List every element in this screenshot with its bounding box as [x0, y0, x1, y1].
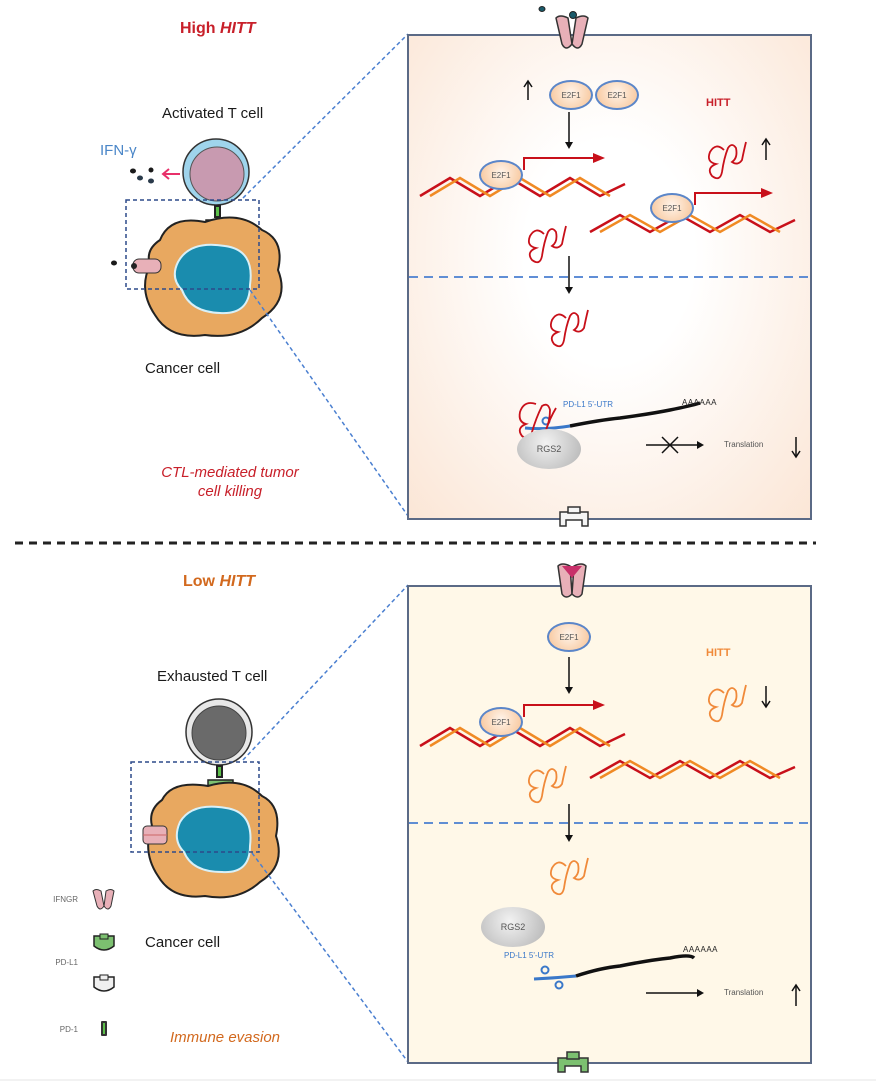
bottom-cell-illustration [92, 584, 409, 1063]
pd-l1-membrane-white-icon [559, 506, 589, 527]
zoom-line-bottom [249, 289, 409, 517]
cancer-cell-label-bottom: Cancer cell [145, 934, 221, 951]
hitt-up-arrow-icon [761, 137, 771, 160]
ifngr-receptor-icon [142, 825, 168, 845]
e2f1-protein: E2F1 [547, 622, 591, 652]
transcription-arrow-left-icon [523, 700, 605, 717]
legend-pd-l1-label: PD-L1 [55, 958, 78, 967]
hitt-down-arrow-icon [761, 686, 771, 709]
e2f1-protein: E2F1 [549, 80, 593, 110]
pd-l1-utr-label: PD-L1 5'-UTR [563, 400, 613, 409]
blocked-translation-arrow-icon [646, 436, 704, 454]
poly-a-tail-label: AAAAAA [683, 945, 719, 954]
hitt-rna-transcribed-icon [527, 225, 567, 264]
hitt-label-bottom: HITT [706, 647, 731, 659]
translation-label: Translation [724, 440, 764, 449]
legend-pd-1-icon [101, 1021, 107, 1036]
hitt-label-top: HITT [706, 97, 731, 109]
e2f1-protein: E2F1 [479, 707, 523, 737]
translation-arrow-icon [646, 989, 704, 997]
exhausted-t-cell-icon [185, 698, 253, 766]
ifn-gamma-molecules-icon [130, 167, 154, 184]
low-hitt-title: Low HITT [183, 573, 255, 590]
zoom-line-top [242, 584, 409, 761]
pd-l1-mrna-icon [533, 954, 696, 990]
hitt-rna-transcribed-icon [527, 765, 567, 804]
legend-ifngr-label: IFNGR [53, 895, 78, 904]
ifngr-receptor-icon [131, 258, 162, 274]
e2f1-protein: E2F1 [650, 193, 694, 223]
e2f1-to-dna-arrow-icon [565, 657, 573, 694]
transcription-arrow-left-icon [523, 153, 605, 170]
low-hitt-cell-panel [407, 585, 812, 1064]
top-cell-illustration [111, 33, 409, 517]
legend-pd-1-label: PD-1 [59, 1025, 78, 1034]
zoom-box [130, 761, 260, 853]
pd-l1-utr-label: PD-L1 5'-UTR [504, 951, 554, 960]
ifn-gamma-label: IFN-γ [100, 142, 137, 159]
zoom-box [125, 199, 260, 290]
rgs2-protein: RGS2 [517, 429, 581, 469]
hitt-rna-cytoplasm-icon [549, 857, 589, 896]
hitt-rna-icon [707, 684, 747, 723]
immune-evasion-caption: Immune evasion [169, 1029, 281, 1046]
hitt-rna-cytoplasm-icon [549, 309, 589, 348]
ifngr-membrane-icon [557, 563, 587, 598]
cancer-cell-icon [144, 216, 283, 337]
translation-down-arrow-icon [791, 437, 801, 459]
e2f1-protein: E2F1 [595, 80, 639, 110]
exhausted-t-cell-label: Exhausted T cell [157, 668, 268, 685]
ifngr-membrane-icon [555, 11, 589, 49]
pd-l1-membrane-green-icon [557, 1051, 589, 1073]
e2f1-to-dna-arrow-icon [565, 112, 573, 149]
e2f1-up-arrow-icon [523, 79, 533, 100]
legend-pd-l1-white-icon [93, 974, 115, 992]
poly-a-tail-label: AAAAAA [682, 398, 718, 407]
e2f1-protein: E2F1 [479, 160, 523, 190]
translation-label: Translation [724, 988, 764, 997]
zoom-line-top [242, 33, 409, 199]
hitt-rna-icon [707, 141, 747, 180]
zoom-line-bottom [251, 852, 409, 1063]
ctl-killing-caption: CTL-mediated tumor cell killing [161, 464, 299, 500]
transcription-arrow-right-icon [694, 188, 773, 205]
translation-up-arrow-icon [791, 983, 801, 1006]
cancer-cell-label-top: Cancer cell [145, 360, 221, 377]
export-arrow-icon [565, 256, 573, 294]
high-hitt-title: High HITT [180, 20, 256, 37]
activated-t-cell-label: Activated T cell [162, 105, 264, 122]
cancer-cell-icon [147, 781, 280, 899]
legend-ifngr-icon [92, 889, 115, 910]
activated-t-cell-icon [182, 138, 250, 206]
legend-pd-l1-green-icon [93, 933, 115, 951]
rgs2-protein: RGS2 [481, 907, 545, 947]
dna-right-icon [589, 759, 796, 780]
secretion-arrow-icon [161, 168, 180, 180]
export-arrow-icon [565, 804, 573, 842]
dna-left-icon [419, 726, 626, 748]
